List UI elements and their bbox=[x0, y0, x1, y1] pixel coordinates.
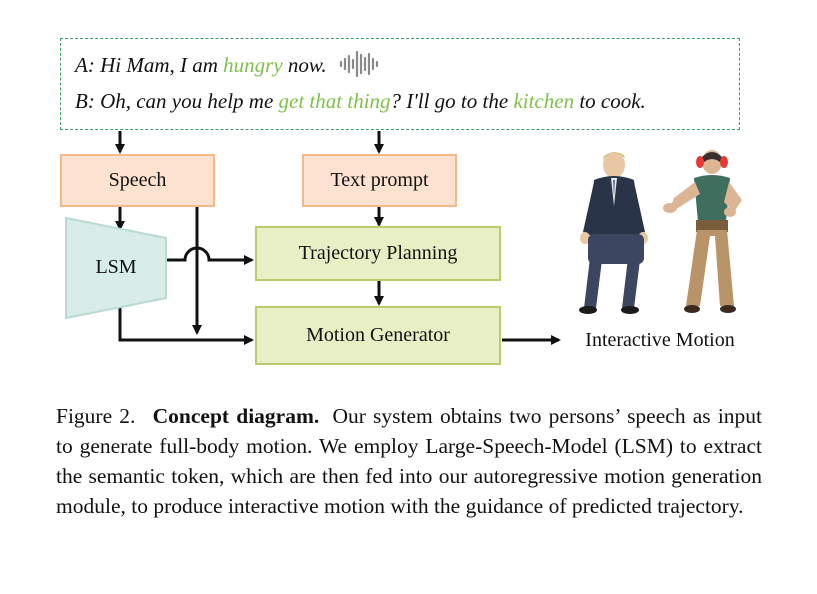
motion-generator-label: Motion Generator bbox=[306, 324, 450, 346]
speech-label: Speech bbox=[108, 169, 167, 191]
lsm-label: LSM bbox=[95, 256, 137, 278]
text-prompt-box: Text prompt bbox=[302, 154, 457, 207]
line-b-seg-0: B: Oh, can you help me bbox=[75, 89, 279, 113]
interactive-motion-figures bbox=[579, 150, 742, 314]
speech-box: Speech bbox=[60, 154, 215, 207]
line-a-seg-1-highlight: hungry bbox=[223, 53, 283, 77]
dialogue-line-a: A: Hi Mam, I am hungry now. bbox=[75, 49, 382, 79]
caption-title: Concept diagram. bbox=[152, 404, 320, 428]
caption-prefix: Figure 2. bbox=[56, 404, 136, 428]
lsm-block bbox=[65, 216, 167, 320]
seated-man-figure bbox=[579, 152, 648, 314]
line-b-seg-4: to cook. bbox=[574, 89, 646, 113]
arrow-lsm-to-trajectory bbox=[167, 246, 254, 265]
dialogue-box: A: Hi Mam, I am hungry now. B: Oh, can y… bbox=[60, 38, 740, 130]
line-b-seg-1-highlight: get that thing bbox=[278, 89, 391, 113]
text-prompt-label: Text prompt bbox=[330, 169, 429, 191]
motion-generator-box: Motion Generator bbox=[255, 306, 501, 365]
sound-waveform-icon bbox=[339, 50, 378, 78]
line-a-seg-0: A: Hi Mam, I am bbox=[75, 53, 224, 77]
dialogue-line-b: B: Oh, can you help me get that thing? I… bbox=[75, 89, 646, 114]
line-a-seg-2: now. bbox=[282, 53, 327, 77]
interactive-motion-label: Interactive Motion bbox=[585, 329, 735, 351]
trajectory-planning-box: Trajectory Planning bbox=[255, 226, 501, 281]
caption-body: Our system obtains two persons’ speech a… bbox=[56, 404, 763, 518]
gesturing-woman-figure bbox=[663, 150, 742, 313]
line-b-seg-2: ? I'll go to the bbox=[390, 89, 514, 113]
figure-caption: Figure 2. Concept diagram. Our system ob… bbox=[56, 401, 762, 521]
trajectory-planning-label: Trajectory Planning bbox=[298, 242, 458, 264]
arrow-lsm-to-motion-generator bbox=[118, 300, 254, 345]
line-b-seg-3-highlight: kitchen bbox=[513, 89, 575, 113]
